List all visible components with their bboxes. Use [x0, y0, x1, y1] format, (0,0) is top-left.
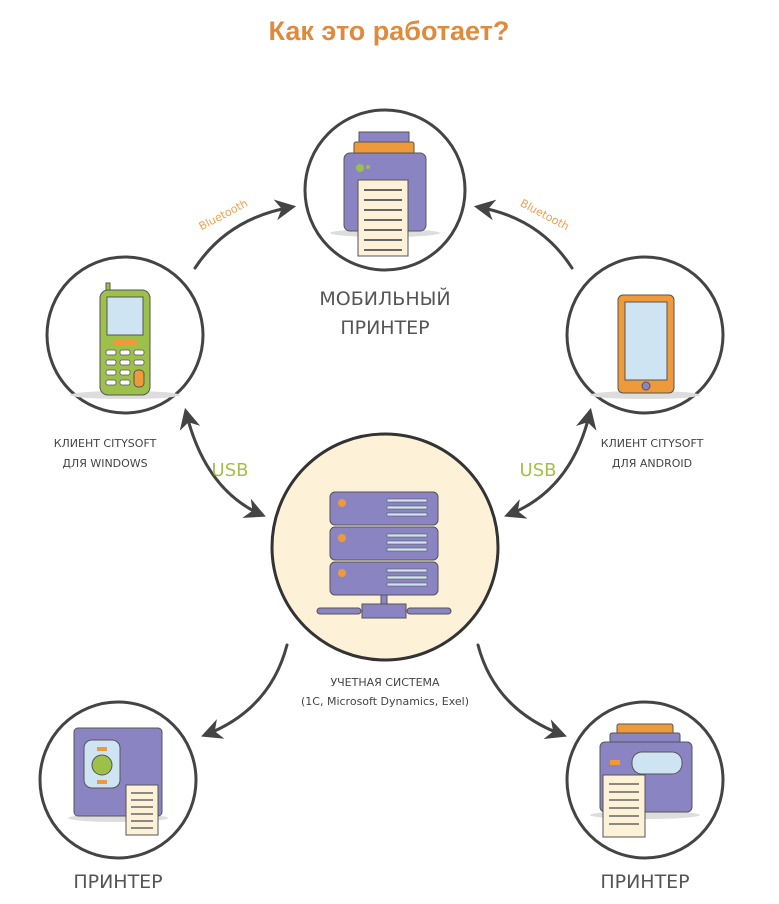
left-printer-label: ПРИНТЕР — [73, 871, 162, 893]
right-printer-node — [565, 700, 725, 860]
right-printer-label: ПРИНТЕР — [600, 871, 689, 893]
windows-client-label-2: ДЛЯ WINDOWS — [62, 457, 147, 470]
usb-label-right: USB — [520, 460, 557, 481]
accounting-system-node — [270, 432, 500, 662]
android-client-label-1: КЛИЕНТ CITYSOFT — [601, 437, 704, 450]
bluetooth-label-right: Bluetooth — [518, 197, 571, 234]
page-title: Как это работает? — [269, 16, 510, 46]
arrow-windows-to-mobile-printer — [193, 199, 297, 270]
arrow-server-to-right-printer — [476, 643, 567, 740]
arrow-android-server — [504, 407, 597, 519]
android-client-node — [565, 255, 725, 415]
bluetooth-label-left: Bluetooth — [197, 197, 250, 234]
windows-client-node — [45, 255, 205, 415]
left-printer-node — [38, 700, 198, 860]
mobile-printer-node — [303, 108, 467, 272]
accounting-label-1: УЧЕТНАЯ СИСТЕМА — [330, 676, 440, 689]
arrow-server-to-left-printer — [201, 643, 289, 739]
server-icon — [316, 491, 452, 619]
mobile-printer-label-2: ПРИНТЕР — [340, 317, 429, 339]
usb-label-left: USB — [212, 460, 249, 481]
mobile-printer-label-1: МОБИЛЬНЫЙ — [319, 287, 450, 310]
arrow-windows-server — [179, 407, 266, 518]
windows-client-label-1: КЛИЕНТ CITYSOFT — [54, 437, 157, 450]
accounting-label-2: (1C, Microsoft Dynamics, Exel) — [301, 695, 469, 708]
android-client-label-2: ДЛЯ ANDROID — [612, 457, 692, 470]
arrow-android-to-mobile-printer — [473, 199, 574, 270]
connection-arrows — [179, 199, 597, 740]
